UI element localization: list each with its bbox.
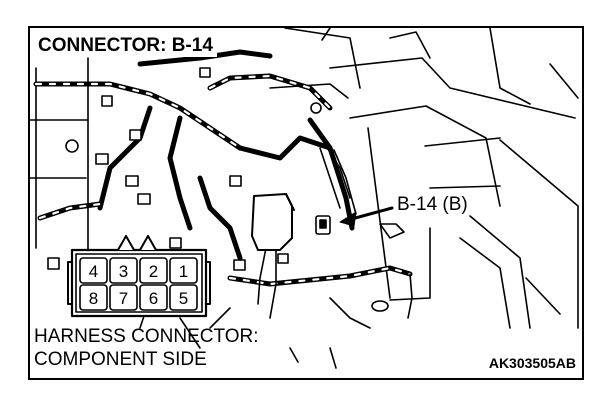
pin-number: 5 (179, 289, 188, 308)
connector-pin-numbers: 4 3 2 1 8 7 6 5 (89, 262, 188, 308)
caption-line-2: COMPONENT SIDE (34, 349, 207, 370)
connector-pins (79, 257, 198, 311)
relay-housing (251, 193, 295, 251)
figure-code: AK303505AB (488, 355, 576, 371)
pin-cell-4 (79, 257, 108, 284)
pin-number: 1 (179, 262, 188, 281)
callout-arrow (339, 206, 394, 227)
thin-wires (139, 145, 413, 369)
pin-cell-1 (169, 257, 198, 284)
diagram-frame: 4 3 2 1 8 7 6 5 CONNECTOR: B-14 B-14 (B)… (28, 26, 584, 380)
body-panel-lines (30, 28, 579, 329)
engine-bay-illustration: 4 3 2 1 8 7 6 5 (30, 28, 579, 369)
caption-line-1: HARNESS CONNECTOR: (34, 326, 259, 347)
connector-callout-label: B-14 (B) (394, 194, 471, 215)
pin-number: 4 (89, 262, 98, 281)
harness-tape-marks (34, 74, 412, 286)
pin-number: 2 (149, 262, 158, 281)
pin-cell-6 (139, 284, 168, 311)
pin-number: 8 (89, 289, 98, 308)
pin-cell-7 (109, 284, 138, 311)
small-connectors (47, 67, 405, 312)
pin-cell-8 (79, 284, 108, 311)
pin-number: 6 (149, 289, 158, 308)
pin-number: 3 (119, 262, 128, 281)
pin-number: 7 (119, 289, 128, 308)
pin-cell-3 (109, 257, 138, 284)
pin-cell-5 (169, 284, 198, 311)
pin-cell-2 (139, 257, 168, 284)
connector-title: CONNECTOR: B-14 (36, 34, 217, 57)
